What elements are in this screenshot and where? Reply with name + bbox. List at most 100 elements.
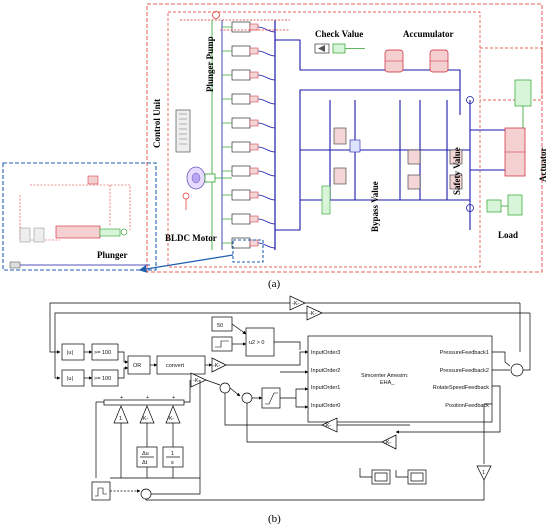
sum1 [219, 382, 231, 394]
plunger-highlight [232, 239, 264, 263]
svg-text:OR: OR [133, 363, 141, 369]
plunger-valve [249, 95, 259, 103]
plunger-label: Plunger [97, 250, 128, 260]
sum-error [140, 488, 152, 500]
mux-bar [103, 399, 185, 406]
svg-text:|u|: |u| [67, 350, 73, 356]
svg-text:|u|: |u| [67, 376, 73, 382]
load-label: Load [498, 230, 518, 240]
plunger-cylinder [231, 21, 251, 33]
amesim-title2: EHA_ [380, 380, 395, 386]
gain-left [190, 372, 207, 388]
bypass-valve [321, 127, 361, 215]
plunger-inset-detail [9, 175, 150, 269]
input-order2: InputOrder2 [311, 368, 340, 374]
plunger-cylinder [231, 69, 251, 81]
gain-pos [476, 465, 492, 481]
signal-source [91, 481, 111, 501]
svg-text:-K-: -K- [213, 363, 221, 369]
svg-text:convert: convert [166, 363, 185, 369]
sum-output [510, 363, 524, 377]
load [486, 194, 523, 216]
panel-a: Control Unit Plunger Pump BLDC Motor [2, 3, 548, 290]
plunger-cylinder [231, 213, 251, 225]
switch-block [245, 327, 275, 357]
svg-text:+: + [172, 395, 175, 401]
svg-text:+: + [120, 395, 123, 401]
accumulator-label: Accumulator [403, 29, 454, 39]
plunger-valve [249, 215, 259, 223]
plunger-valve [249, 239, 259, 247]
svg-text:u2 > 0: u2 > 0 [249, 340, 264, 346]
plunger-valve [249, 47, 259, 55]
plunger-valve [249, 119, 259, 127]
step-block [211, 336, 233, 352]
input-order3: InputOrder3 [311, 350, 340, 356]
plunger-cylinders [222, 21, 276, 249]
actuator-label: Actuator [538, 148, 548, 183]
svg-text:1: 1 [482, 470, 485, 476]
plunger-pump [211, 20, 276, 250]
plunger-valve [249, 23, 259, 31]
pressure-feedback2: PressureFeedback2 [440, 368, 489, 374]
check-value-label: Check Value [315, 29, 363, 39]
svg-text:s: s [171, 460, 174, 466]
signal-frame-inner [167, 11, 481, 268]
svg-text:-K-: -K- [384, 440, 392, 446]
position-feedback: PositionFeedback [445, 403, 489, 409]
bldc-motor-label: BLDC Motor [165, 233, 217, 243]
amesim-block [307, 335, 493, 423]
svg-text:Δt: Δt [142, 460, 148, 466]
svg-text:50: 50 [217, 323, 223, 329]
pressure-feedback1: PressureFeedback1 [440, 350, 489, 356]
plunger-cylinder [231, 117, 251, 129]
svg-text:-K-: -K- [292, 301, 300, 307]
svg-text:-K-: -K- [309, 311, 317, 317]
svg-text:-K-: -K- [167, 416, 175, 422]
bldc-motor [182, 166, 232, 210]
control-unit-label: Control Unit [152, 99, 162, 148]
plunger-cylinder [231, 141, 251, 153]
gain-convert [211, 357, 227, 373]
svg-text:+: + [146, 395, 149, 401]
input-order0: InputOrder0 [311, 403, 340, 409]
sum2 [241, 392, 253, 404]
panel-b: -K- -K- |u| |u| >= 100 >= 100 OR convert… [49, 295, 531, 525]
plunger-pump-label: Plunger Pump [205, 36, 215, 92]
plunger-valve [249, 191, 259, 199]
caption-a: (a) [268, 278, 281, 290]
svg-text:1: 1 [119, 416, 122, 422]
abs2-block [61, 369, 85, 387]
gain-speed [381, 434, 397, 450]
saturation-block [261, 387, 281, 409]
svg-text:-K-: -K- [324, 423, 332, 429]
control-unit-block [175, 109, 191, 153]
amesim-title1: Simcenter Amesim: [361, 373, 409, 379]
svg-text:1: 1 [171, 451, 174, 457]
svg-text:Δu: Δu [142, 451, 149, 457]
accumulator [384, 49, 449, 73]
caption-b: (b) [268, 513, 281, 525]
input-order1: InputOrder1 [311, 385, 340, 391]
svg-text:>= 100: >= 100 [94, 350, 111, 356]
safety-value-label: Safety Value [452, 147, 462, 195]
actuator [504, 79, 532, 177]
check-valve [314, 43, 365, 54]
plunger-inset [2, 162, 157, 271]
plunger-cylinder [231, 45, 251, 57]
signal-frame [146, 3, 543, 273]
svg-text:>= 100: >= 100 [94, 376, 111, 382]
plunger-cylinder [231, 189, 251, 201]
rotate-speed-feedback: RotateSpeedFeedback [433, 385, 490, 391]
plunger-valve [249, 167, 259, 175]
svg-text:-K-: -K- [193, 378, 201, 384]
plunger-arrow [138, 254, 234, 273]
svg-text:-K-: -K- [141, 416, 149, 422]
plunger-valve [249, 71, 259, 79]
plunger-cylinder [231, 93, 251, 105]
abs1-block [61, 343, 85, 361]
safety-valve [407, 96, 474, 212]
bypass-value-label: Bypass Value [370, 181, 380, 232]
